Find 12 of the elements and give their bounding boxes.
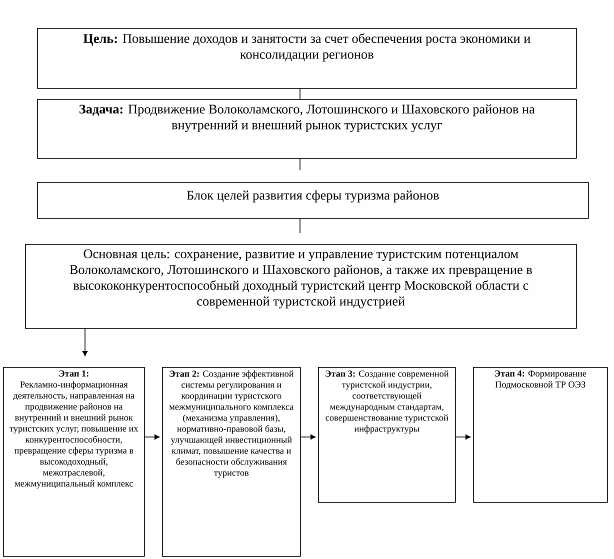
task-box: Задача: Продвижение Волоколамского, Лотошинского и Шаховского районов на внутренний и внешний рынок туристских услуг [37,99,577,159]
arrow [144,434,160,440]
block-box: Блок целей развития сферы туризма районов [37,182,589,219]
arrow [455,434,471,440]
main-goal-box: Основная цель: сохранение, развитие и управление туристским потенциалом Волоколамского, Лотошинского и Шаховского районов, а также их превращение в высококонкурентоспособный доходный туристский центр Московской области с современной туристской индустрией [25,244,577,329]
stage-box: Этап 2: Создание эффективной системы регулирования и координации туристского межмуниципального комплекса (механизма управления), нормативно-правовой базы, улучшающей инвестиционный климат, повышение качества и безопасности обслуживания туристов [162,366,301,557]
stage-box: Этап 4: Формирование Подмосковной ТР ОЭЗ [473,366,608,503]
goal-box: Цель: Повышение доходов и занятости за счет обеспечения роста экономики и консолидации регионов [37,28,577,89]
arrow [82,328,88,356]
arrow [300,434,316,440]
stage-box: Этап 3: Создание современной туристской индустрии, соответствующей международным стандартам, совершенствование туристской инфраструктуры [318,366,456,503]
stage-box: Этап 1: Рекламно-информационная деятельность, направленная на продвижение районов на внутренний и внешний рынок туристских услуг, повышение их конкурентоспособности, превращение сферы туризма в высокодоходный, межотраслевой, межмуниципальный комплекс [3,366,145,557]
